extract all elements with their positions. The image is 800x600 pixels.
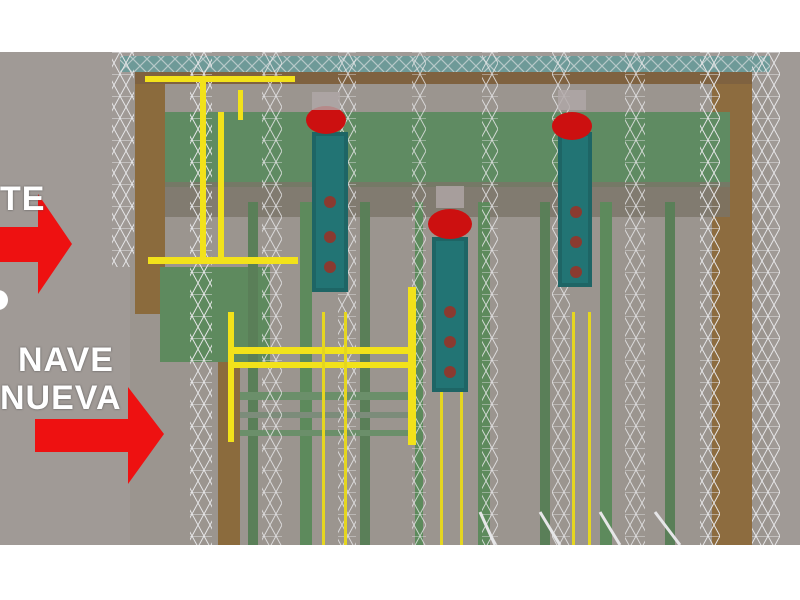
warehouse-plan-view	[0, 52, 800, 545]
crane-carriage-1	[306, 92, 348, 292]
partial-circle-mark	[0, 290, 8, 310]
arrow-lower	[35, 387, 164, 484]
hook-block-2	[428, 209, 472, 239]
bottom-left-brown-wall	[218, 352, 240, 545]
hook-block-3	[552, 112, 592, 140]
label-nueva: NUEVA	[0, 379, 122, 417]
yellow-crane-lower	[228, 287, 416, 445]
yellow-rails	[322, 312, 591, 545]
crane-carriage-2	[428, 186, 472, 392]
truss-brackets	[478, 511, 682, 545]
truss-columns	[112, 52, 780, 545]
yellow-crane-upper	[145, 76, 298, 264]
label-upper-cut: TE	[0, 180, 46, 218]
secondary-beams	[240, 392, 415, 436]
crane-carriage-3	[552, 90, 592, 287]
main-runway-beam	[165, 112, 730, 187]
arrow-upper	[0, 194, 72, 294]
label-nave: NAVE	[18, 341, 114, 379]
hook-block-1	[306, 106, 346, 134]
